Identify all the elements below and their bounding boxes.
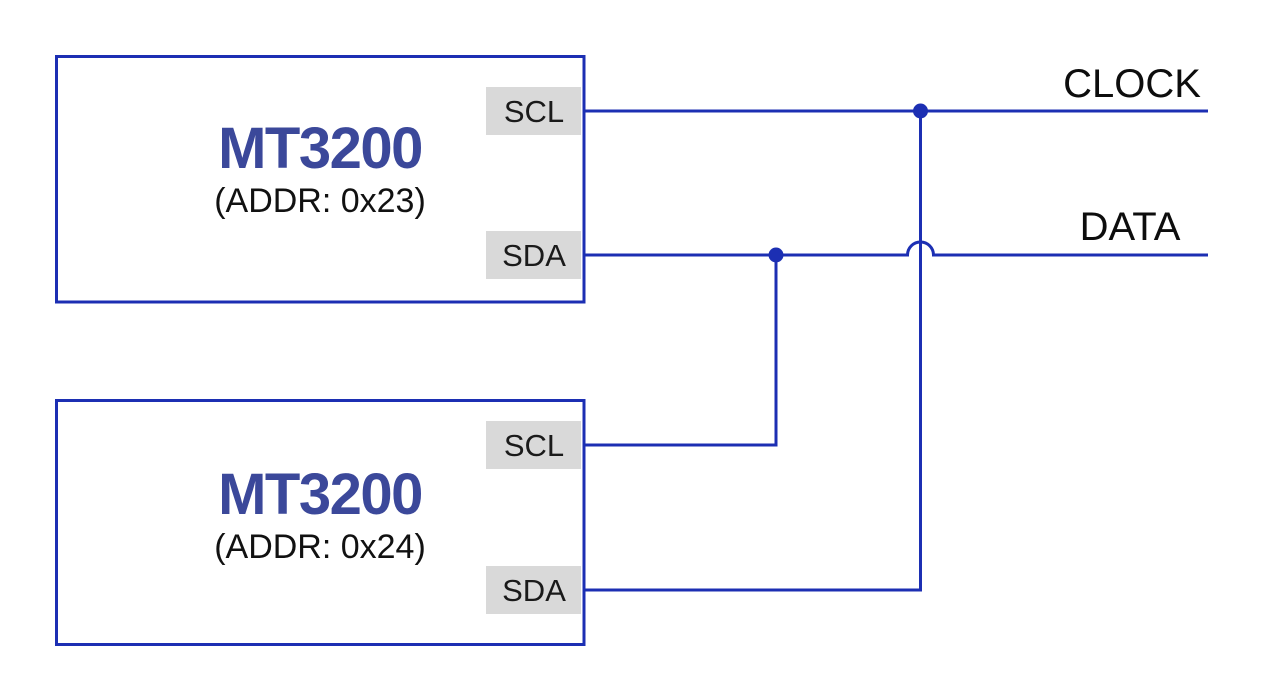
- pin-tag-bottom-scl: [486, 421, 581, 469]
- wire-bottom-scl-to-data: [584, 255, 778, 447]
- junction-dot-data: [768, 247, 784, 263]
- device-address-top: (ADDR: 0x23): [214, 182, 426, 220]
- device-title-bottom: MT3200: [218, 462, 422, 527]
- device-address-bottom: (ADDR: 0x24): [214, 528, 426, 566]
- pin-label-top-sda: SDA: [502, 238, 566, 273]
- pin-tag-bottom-sda: [486, 566, 581, 614]
- pin-label-bottom-sda: SDA: [502, 573, 566, 608]
- wire-data-bus-with-hop: [584, 240, 1208, 257]
- pin-tag-top-sda: [486, 231, 581, 279]
- pin-label-bottom-scl: SCL: [504, 428, 564, 463]
- clock-bus-label: CLOCK: [1063, 62, 1201, 106]
- pin-tag-top-scl: [486, 87, 581, 135]
- pin-label-top-scl: SCL: [504, 94, 564, 129]
- data-bus-label: DATA: [1080, 205, 1181, 249]
- device-title-top: MT3200: [218, 116, 422, 181]
- wire-bottom-sda-to-clock: [584, 111, 922, 592]
- junction-dot-clock: [913, 103, 928, 119]
